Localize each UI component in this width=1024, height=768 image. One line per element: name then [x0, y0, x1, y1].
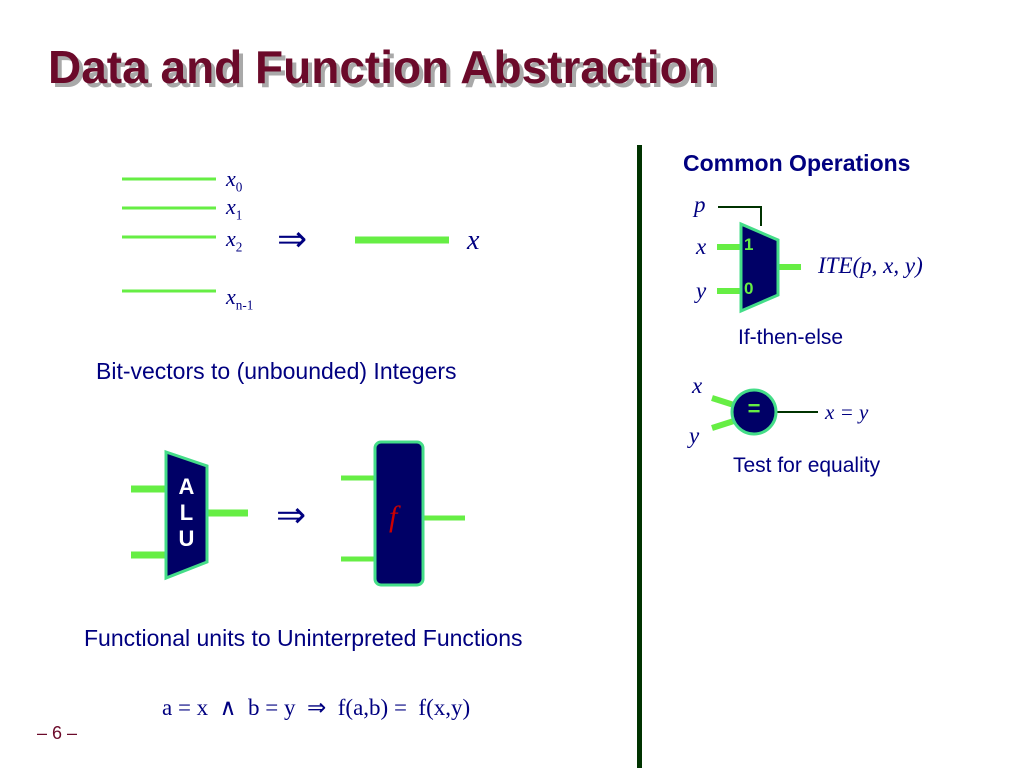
common-operations-heading: Common Operations [683, 150, 911, 176]
ite-caption: If-then-else [738, 326, 844, 349]
bit-label-1: x1 [226, 194, 243, 223]
bit-label-0: x0 [226, 166, 243, 195]
slide-title: Data and Function Abstraction [48, 41, 716, 93]
ite-mux-block [739, 221, 780, 314]
function-label: f [389, 500, 398, 533]
column-divider [637, 145, 642, 768]
eq-symbol: = [747, 396, 761, 421]
alu-letter-l: L [179, 500, 194, 525]
functional-caption: Functional units to Uninterpreted Functi… [84, 625, 523, 651]
eq-input-y: y [689, 423, 700, 448]
bit-label-2: x2 [226, 226, 243, 255]
alu-letter-u: U [178, 526, 195, 551]
function-block [373, 440, 425, 587]
bitvector-caption: Bit-vectors to (unbounded) Integers [96, 358, 457, 384]
eq-comparator-block [730, 388, 778, 436]
integer-label: x [467, 225, 480, 256]
implies-symbol-bottom: ⇒ [276, 495, 307, 535]
implies-symbol-top: ⇒ [277, 219, 308, 259]
eq-caption: Test for equality [733, 454, 881, 477]
ite-input-y: y [696, 278, 707, 303]
page-number: – 6 – [37, 723, 78, 743]
eq-input-x: x [692, 373, 703, 398]
ite-select-wire [718, 206, 762, 226]
alu-letter-a: A [178, 474, 195, 499]
eq-output-label: x = y [825, 400, 869, 424]
congruence-formula: a = x ∧ b = y ⇒ f(a,b) = f(x,y) [162, 695, 471, 720]
ite-input-p: p [694, 192, 706, 217]
mux-input-1-label: 1 [744, 235, 754, 254]
alu-label: A L U [166, 474, 207, 552]
ite-output-label: ITE(p, x, y) [818, 253, 923, 278]
mux-input-0-label: 0 [744, 279, 754, 298]
ite-input-x: x [696, 234, 707, 259]
alu-block [164, 449, 209, 581]
bit-label-n-1: xn-1 [226, 284, 254, 313]
